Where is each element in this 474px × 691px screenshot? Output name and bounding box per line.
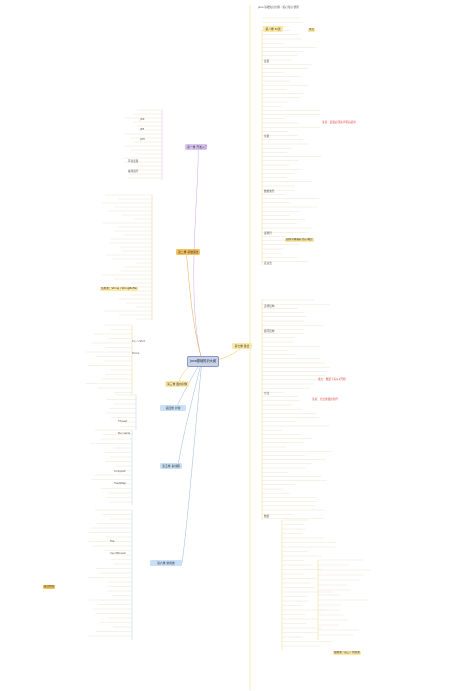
right-red-note-2: 重点：数组下标从0开始 [318, 378, 346, 381]
right-label: 循环结构 [264, 330, 275, 333]
right-label: 选择结构 [264, 305, 275, 308]
left-label: InputStream [110, 552, 127, 555]
branch-2[interactable]: 第二章 基础语法 [176, 249, 200, 255]
right-label: 表达式 [264, 262, 272, 265]
right-label: 运算符 [264, 232, 272, 235]
right-bottom-note: 抽象类 / 接口 / 内部类 [333, 651, 361, 655]
right-top-note: Java 基础知识大纲 - 核心知识 整理 [258, 6, 299, 9]
right-label: 方法 [264, 392, 270, 395]
edge-b2 [185, 251, 203, 361]
right-yellow-note: 面向对象编程 核心概念 [285, 238, 314, 242]
left-label: 编译运行 [128, 170, 139, 173]
right-red-note-1: 注意：变量必须先声明后使用 [322, 121, 356, 124]
right-highlight-top: 重点 [308, 28, 316, 32]
branch-6[interactable]: 第六章 常用类 [150, 560, 182, 566]
connector-lines [131, 5, 319, 690]
left-label: File [110, 540, 115, 543]
branch-4[interactable]: 第四章 异常 [160, 405, 186, 411]
right-label: 常量 [264, 135, 270, 138]
right-label: 变量 [264, 60, 270, 63]
central-topic[interactable]: Java基础知识大纲 [187, 356, 219, 367]
left-highlight-small: 集合框架 [43, 585, 56, 589]
left-label: 环境变量 [128, 160, 139, 163]
left-highlight-orange: 常用类：String / StringBuffer [100, 287, 139, 291]
edge-b6 [181, 359, 203, 564]
right-label: 数组 [264, 515, 270, 518]
right-red-note-3: 注意：方法重载的条件 [312, 398, 338, 401]
left-label: JVM [140, 138, 145, 141]
left-label: ArrayList [114, 470, 126, 473]
left-label: try / catch [132, 340, 146, 343]
branch-8[interactable]: 第八章 IO流 [263, 26, 283, 32]
edge-b5 [177, 359, 203, 467]
branch-5[interactable]: 第五章 多线程 [160, 463, 182, 469]
branch-7[interactable]: 第七章 集合 [232, 343, 252, 349]
left-label: Thread [118, 420, 128, 423]
branch-3[interactable]: 第三章 面向对象 [165, 381, 189, 387]
left-label: JRE [140, 128, 145, 131]
leaf-lines [85, 17, 371, 647]
left-label: HashMap [114, 482, 127, 485]
edge-b1 [193, 146, 203, 361]
right-label: 数据类型 [264, 190, 275, 193]
branch-1[interactable]: 第一章 开发入门 [185, 144, 207, 150]
left-label: throw [132, 352, 140, 355]
left-label: Runnable [118, 432, 131, 435]
left-label: JDK [140, 118, 145, 121]
